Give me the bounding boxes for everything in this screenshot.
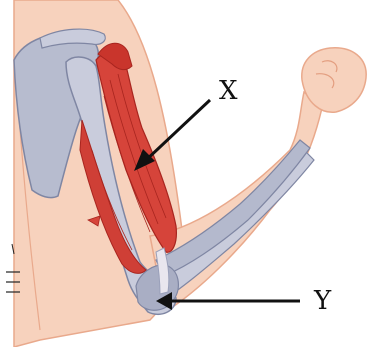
label-x: X: [219, 78, 238, 104]
hand-skin: [302, 48, 366, 112]
label-y: Y: [314, 288, 331, 314]
